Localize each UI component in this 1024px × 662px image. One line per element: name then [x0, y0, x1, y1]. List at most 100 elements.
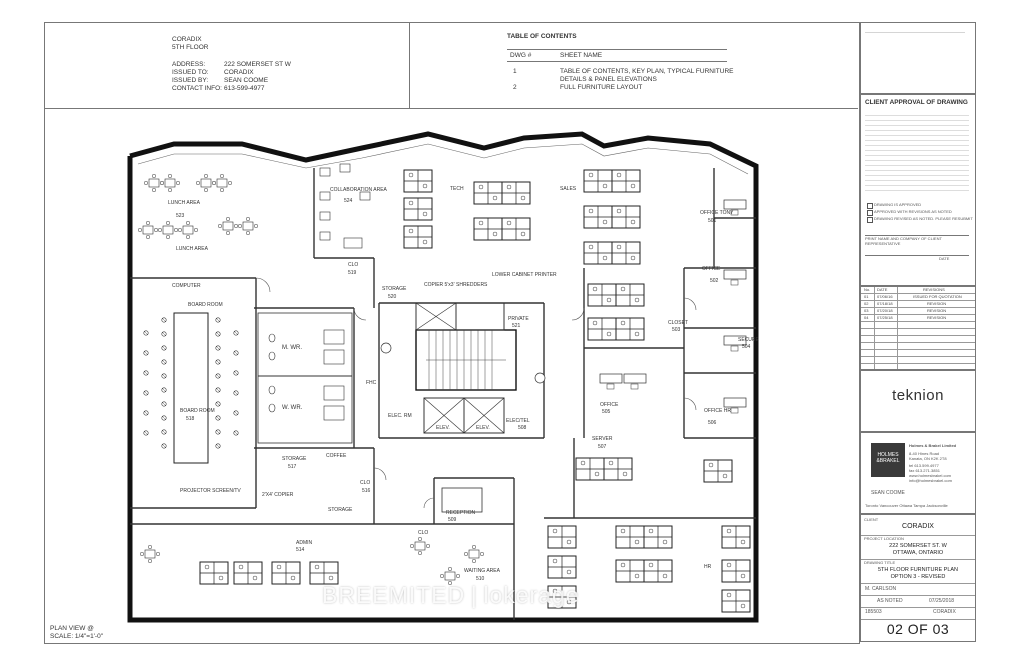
floor-plan: [127, 131, 759, 623]
approval-checkbox[interactable]: [867, 217, 873, 223]
room-label: ELEC. RM: [388, 413, 412, 419]
room-label: COFFEE: [326, 453, 347, 459]
toc-row-num: 2: [513, 84, 517, 91]
room-label: RECEPTION: [446, 510, 476, 516]
company-name: CORADIX: [172, 36, 202, 43]
room-number: 520: [388, 294, 397, 300]
rev-no: 04: [864, 315, 869, 320]
project-info-box: CLIENT CORADIX PROJECT LOCATION 222 SOME…: [860, 514, 976, 642]
room-number: 509: [448, 517, 457, 523]
dealer-cities: Toronto Vancouver Ottawa Tampa Jacksonvi…: [865, 503, 948, 508]
room-number: 518: [186, 416, 195, 422]
rev-header: No.: [864, 287, 871, 292]
room-label: PRIVATE: [508, 316, 529, 322]
dealer-logo: HOLMES&BRAKEL: [871, 443, 905, 477]
room-number: 524: [344, 198, 353, 204]
room-label: CLOSET: [668, 320, 689, 326]
field-value: 613-599-4977: [224, 85, 265, 92]
toc-row-num: 1: [513, 68, 517, 75]
toc-title: TABLE OF CONTENTS: [507, 33, 577, 40]
table-of-contents: TABLE OF CONTENTS DWG # SHEET NAME 1 TAB…: [410, 22, 858, 108]
drawing-title: 5TH FLOOR FURNITURE PLAN: [877, 567, 959, 573]
room-label: M. WR.: [282, 345, 302, 351]
room-label: ADMIN: [296, 540, 313, 546]
rev-no: 01: [864, 294, 869, 299]
room-label: 2'X4' COPIER: [262, 492, 294, 498]
room-label: COPIER 5'x3': [424, 282, 455, 288]
room-label: LOWER CABINET PRINTER: [492, 272, 557, 278]
room-label: ELEV.: [476, 425, 490, 431]
print-name-label: PRINT NAME AND COMPANY OF CLIENT REPRESE…: [865, 236, 942, 246]
room-number: 506: [708, 420, 717, 426]
room-label: TECH: [450, 186, 464, 192]
field-label: ISSUED TO:: [172, 69, 209, 76]
approval-option: APPROVED WITH REVISIONS AS NOTED: [874, 209, 952, 214]
field-label: CONTACT INFO:: [172, 85, 222, 92]
brand-box: teknion: [860, 370, 976, 432]
rev-header: REVISIONS: [923, 287, 945, 292]
approval-option: DRAWING IS APPROVED: [874, 202, 922, 207]
title-block: ————————————————————————— CLIENT APPROVA…: [860, 22, 976, 642]
rev-date: 07/06/16: [877, 294, 893, 299]
room-label: ELEC/TEL: [506, 418, 530, 424]
location-line: OTTAWA, ONTARIO: [892, 550, 944, 556]
room-label: FHC: [366, 380, 377, 386]
date-value: 07/25/2018: [929, 598, 955, 604]
client-name: CORADIX: [902, 523, 934, 530]
dealer-fax: fax 613.271.3851: [909, 468, 940, 473]
rev-header: DATE: [877, 287, 888, 292]
plan-scale-label: SCALE: 1/4"=1'-0": [50, 633, 104, 640]
field-value: SEAN COOME: [224, 77, 269, 84]
drawing-sheet: [44, 22, 860, 644]
toc-row-name: FULL FURNITURE LAYOUT: [560, 84, 643, 91]
room-label: OFFICE TONY: [700, 210, 734, 216]
room-label: SALES: [560, 186, 577, 192]
approval-option: DRAWING REVISED AS NOTED. PLEASE RESUBMI…: [874, 216, 973, 221]
room-label: CLO: [348, 262, 359, 268]
room-number: 521: [512, 323, 521, 329]
room-label: STORAGE: [282, 456, 307, 462]
rev-desc: REVISION: [927, 308, 947, 313]
room-label: STORAGE: [328, 507, 353, 513]
room-label: CLO: [360, 480, 371, 486]
rev-date: 07/20/18: [877, 308, 893, 313]
room-label: ELEV.: [436, 425, 450, 431]
dealer-address: 8-40 Hines Road: [909, 451, 940, 456]
room-label: COLLABORATION AREA: [330, 187, 387, 193]
date-label: DATE: [939, 256, 950, 261]
field-label: ADDRESS:: [172, 61, 206, 68]
room-label: BOARD ROOM: [180, 408, 215, 414]
toc-row-name: DETAILS & PANEL ELEVATIONS: [560, 76, 657, 83]
dealer-name: Holmes & Brakel Limited: [909, 443, 957, 448]
watermark: BREEMITED | lokerage: [322, 582, 580, 608]
floor-name: 5TH FLOOR: [172, 44, 209, 51]
room-label: OFFICE: [600, 402, 619, 408]
client-approval-box: CLIENT APPROVAL OF DRAWING DRAWING IS AP…: [860, 94, 976, 286]
room-number: 510: [476, 576, 485, 582]
room-number: 523: [176, 213, 185, 219]
room-number: 508: [518, 425, 527, 431]
dealer-phone: tel 613.599.4977: [909, 463, 939, 468]
location-line: 222 SOMERSET ST. W: [889, 543, 947, 549]
toc-row-name: TABLE OF CONTENTS, KEY PLAN, TYPICAL FUR…: [560, 68, 734, 75]
dealer-box: HOLMES&BRAKEL Holmes & Brakel Limited 8-…: [860, 432, 976, 514]
room-label: SECURE: [738, 337, 759, 343]
project-info-block: CORADIX 5TH FLOOR ADDRESS: 222 SOMERSET …: [44, 22, 410, 108]
dealer-website: www.holmesbrakel.com: [909, 473, 952, 478]
sheet-header: CORADIX 5TH FLOOR ADDRESS: 222 SOMERSET …: [44, 22, 858, 109]
field-label: ISSUED BY:: [172, 77, 209, 84]
rev-no: 03: [864, 308, 869, 313]
room-label: CLO: [418, 530, 429, 536]
drawing-subtitle: OPTION 3 - REVISED: [890, 574, 946, 580]
room-label: OFFICE: [702, 266, 721, 272]
field-value: 222 SOMERSET ST W: [224, 61, 291, 68]
approval-checkbox[interactable]: [867, 203, 873, 209]
disclaimer-box: —————————————————————————: [860, 22, 976, 94]
approval-checkbox[interactable]: [867, 210, 873, 216]
scale-value: AS NOTED: [877, 598, 903, 604]
room-label: COMPUTER: [172, 283, 201, 289]
room-number: 517: [288, 464, 297, 470]
rev-date: 07/18/18: [877, 301, 893, 306]
room-number: 503: [672, 327, 681, 333]
drawing-title-label: DRAWING TITLE: [864, 560, 896, 565]
